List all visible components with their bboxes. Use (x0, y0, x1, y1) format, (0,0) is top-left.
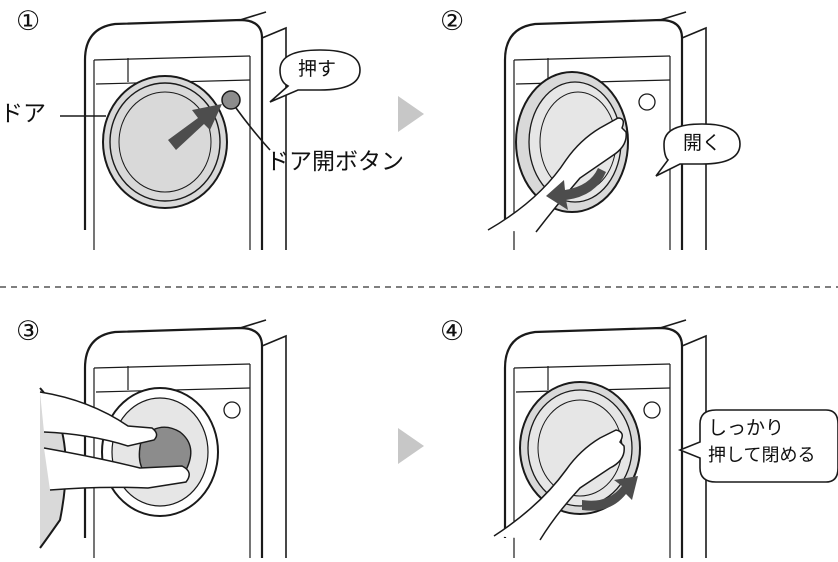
door-open-button (221, 90, 241, 110)
arm-upper-panel-3 (39, 391, 158, 447)
next-arrow-1 (398, 96, 424, 132)
door-label: ドア (0, 101, 46, 127)
button-panel-4 (643, 401, 661, 419)
step-number-1: ① (16, 6, 41, 37)
push-arrow (168, 104, 222, 150)
door-panel-4 (519, 381, 641, 515)
speech-bubble-push (269, 49, 361, 103)
door-button-label: ドア開ボタン (266, 149, 404, 175)
next-arrow-2 (398, 428, 424, 464)
step-number-2: ② (440, 6, 465, 37)
step-number-3: ③ (16, 316, 41, 347)
open-arrow (546, 168, 606, 210)
close-bubble-text-line2: 押して閉める (708, 445, 816, 466)
arm-lower-panel-3 (43, 447, 190, 491)
close-bubble-text-line1: しっかり (708, 417, 785, 439)
button-panel-3 (223, 401, 241, 419)
step-number-4: ④ (440, 316, 465, 347)
close-arrow (582, 476, 638, 511)
speech-bubble-open (655, 123, 741, 177)
hand-panel-4 (493, 429, 625, 541)
open-bubble-text: 開く (683, 132, 722, 154)
push-bubble-text: 押す (298, 58, 337, 80)
hand-panel-2 (487, 117, 627, 233)
button-leader-line (235, 107, 271, 151)
door-panel-1 (102, 75, 228, 209)
button-panel-2 (638, 93, 656, 111)
